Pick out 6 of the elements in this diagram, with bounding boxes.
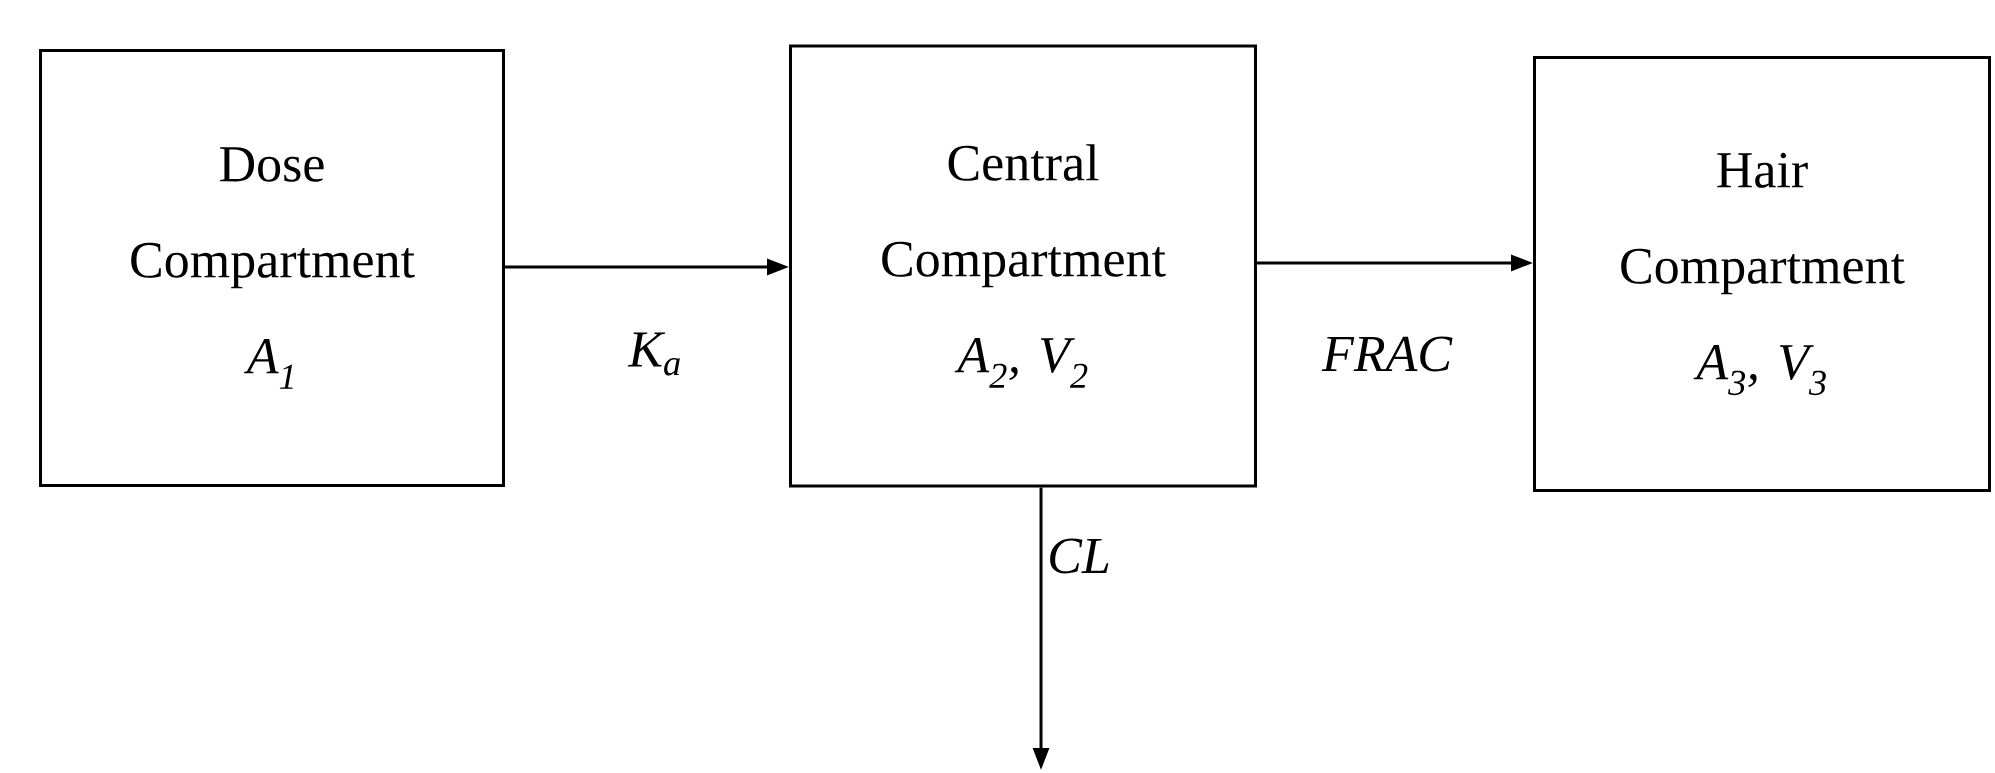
compartment-box: Central Compartment A$_{2}$, V$_{2}$ — [789, 44, 1257, 488]
edge-label: FRAC — [1320, 334, 1454, 374]
compartment-box: Dose Compartment A$_{1}$ — [39, 49, 505, 487]
edge-label: K$_{a}$ — [626, 330, 684, 378]
compartment-box: Hair Compartment A$_{3}$, V$_{3}$ — [1533, 56, 1991, 492]
edge-label: CL — [1045, 536, 1113, 576]
